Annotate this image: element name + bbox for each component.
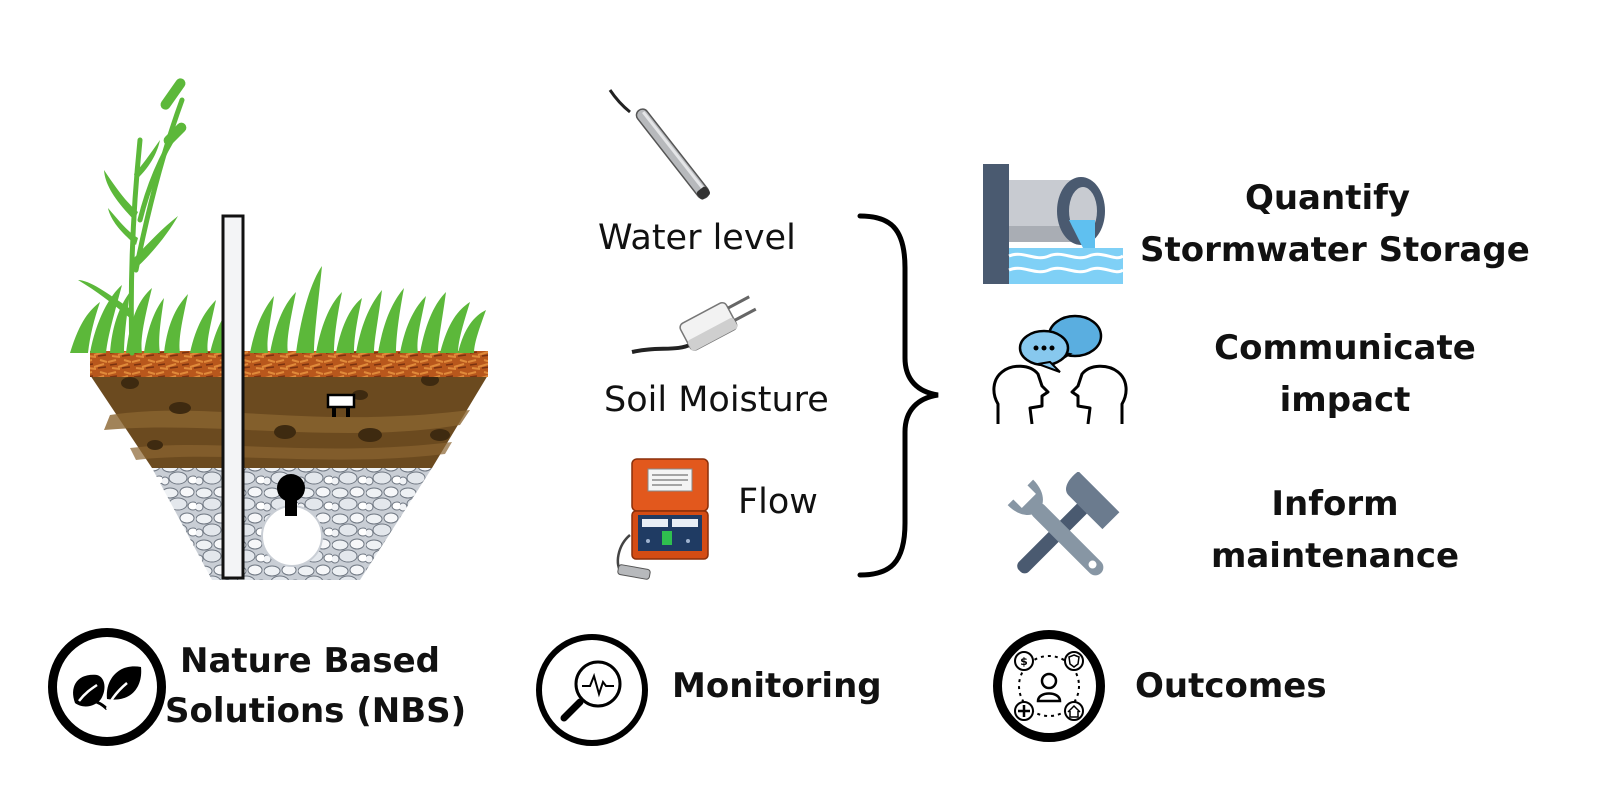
soil-moisture-sensor-image — [631, 295, 757, 354]
nbs-cross-section-illustration — [70, 78, 488, 580]
inform-line2: maintenance — [1210, 536, 1460, 576]
communicate-label: Communicate impact — [1190, 322, 1500, 426]
nbs-line1: Nature Based — [179, 641, 440, 681]
hammer-wrench-icon — [1007, 472, 1120, 576]
flow-logger-image — [616, 458, 709, 580]
quantify-line2: Stormwater Storage — [1140, 230, 1530, 270]
pipe-outflow-icon — [983, 164, 1124, 284]
svg-text:$: $ — [1020, 655, 1028, 668]
soil-moisture-label: Soil Moisture — [604, 380, 829, 420]
inform-label: Inform maintenance — [1185, 478, 1485, 582]
water-level-logger-image — [608, 89, 711, 200]
inform-line1: Inform — [1271, 484, 1399, 524]
leaves-icon — [48, 628, 166, 746]
quantify-label: Quantify Stormwater Storage — [1140, 172, 1530, 276]
magnifier-waveform-icon — [536, 634, 648, 746]
nbs-line2: Solutions (NBS) — [165, 691, 467, 731]
monitoring-category-label: Monitoring — [672, 666, 882, 706]
communicate-line1: Communicate — [1214, 328, 1476, 368]
curly-brace — [857, 213, 939, 578]
conversation-heads-icon — [992, 314, 1128, 425]
stakeholder-network-icon: $ — [993, 630, 1105, 742]
outcomes-category-label: Outcomes — [1135, 666, 1327, 706]
water-level-label: Water level — [598, 218, 796, 258]
flow-label: Flow — [738, 482, 818, 522]
nbs-category-label: Nature Based Solutions (NBS) — [165, 636, 467, 736]
quantify-line1: Quantify — [1244, 178, 1411, 218]
communicate-line2: impact — [1279, 380, 1411, 420]
